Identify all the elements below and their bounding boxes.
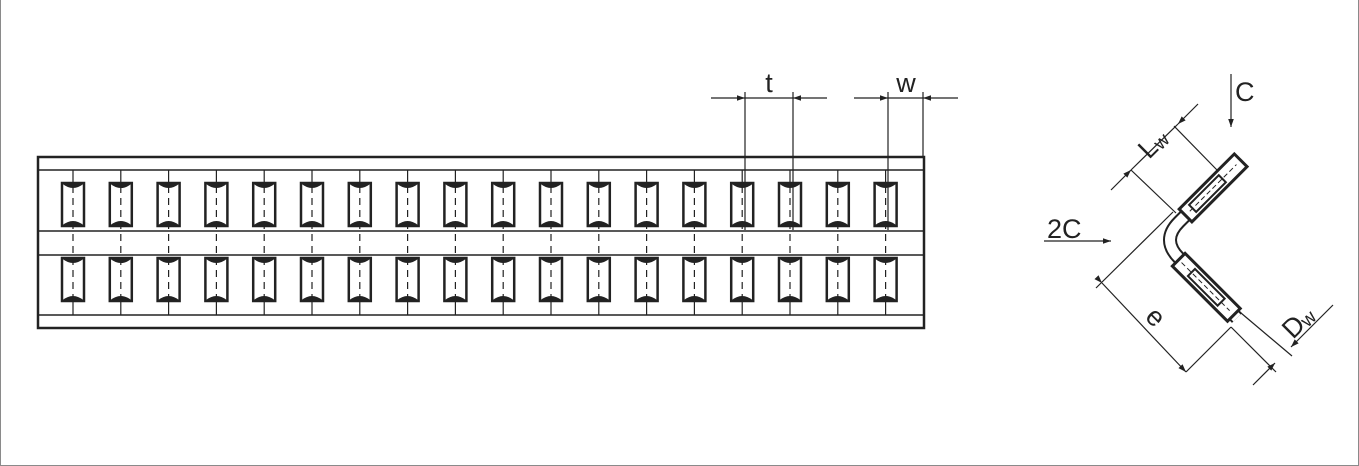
weld-bead — [396, 221, 419, 227]
weld-bead — [827, 257, 849, 263]
weld-bead — [444, 221, 467, 227]
weld-bead — [301, 296, 323, 302]
weld-bead — [157, 221, 180, 227]
weld-bead — [683, 182, 706, 188]
weld-bead — [827, 296, 849, 302]
weld-bead — [827, 182, 849, 188]
diameter-label: D w — [1276, 307, 1321, 344]
weld-bead — [492, 257, 514, 263]
weld-bead — [62, 296, 84, 302]
weld-bead — [396, 182, 419, 188]
weld-bead — [253, 257, 275, 263]
weld-bead — [540, 296, 562, 302]
weld-bead — [731, 296, 753, 302]
weld-bead — [779, 182, 801, 188]
weld-bead — [588, 221, 610, 227]
weld-bead — [62, 257, 84, 263]
weld-bead — [827, 221, 849, 227]
width-dimension — [854, 92, 958, 230]
diameter-dimension — [1230, 304, 1334, 386]
weld-bead — [588, 257, 610, 263]
weld-bead — [444, 296, 467, 302]
weld-bead — [444, 182, 467, 188]
weld-bead — [157, 257, 180, 263]
weld-bead — [731, 257, 753, 263]
weld-bead — [253, 221, 275, 227]
weld-bead — [349, 182, 371, 188]
pitch-label: t — [765, 68, 773, 98]
weld-bead — [62, 221, 84, 227]
weld-bead — [683, 221, 706, 227]
weld-bead — [635, 296, 658, 302]
weld-bead — [874, 182, 897, 188]
weld-bead — [205, 257, 228, 263]
weld-bead — [779, 257, 801, 263]
strip-outline — [36, 155, 926, 330]
weld-bead — [253, 182, 275, 188]
weld-bead — [588, 182, 610, 188]
weld-bead — [731, 221, 753, 227]
horizontal-load-label: 2C — [1047, 214, 1082, 244]
weld-bead — [492, 182, 514, 188]
width-label: w — [895, 68, 916, 98]
weld-bead — [731, 182, 753, 188]
weld-bead — [683, 296, 706, 302]
weld-bead — [110, 296, 132, 302]
weld-bead — [205, 182, 228, 188]
pitch-dimension — [711, 92, 827, 230]
weld-bead — [157, 296, 180, 302]
weld-bead — [110, 257, 132, 263]
weld-bead — [874, 296, 897, 302]
weld-bead — [779, 221, 801, 227]
weld-bead — [444, 257, 467, 263]
weld-bead — [492, 221, 514, 227]
weld-bead — [253, 296, 275, 302]
weld-bead — [396, 257, 419, 263]
weld-bead — [635, 257, 658, 263]
weld-bead — [683, 257, 706, 263]
weld-bead — [349, 257, 371, 263]
weld-bead — [635, 182, 658, 188]
weld-bead — [779, 296, 801, 302]
bent-bar — [1163, 151, 1250, 324]
weld-bead — [349, 221, 371, 227]
weld-bead — [301, 257, 323, 263]
weld-bead — [635, 221, 658, 227]
weld-bead — [540, 182, 562, 188]
weld-bead — [349, 296, 371, 302]
weld-bead — [588, 296, 610, 302]
weld-bead — [205, 296, 228, 302]
weld-length-dimension — [1110, 103, 1218, 214]
weld-bead — [396, 296, 419, 302]
weld-bead — [301, 182, 323, 188]
weld-bead — [874, 221, 897, 227]
weld-bead — [157, 182, 180, 188]
grating-strip — [36, 155, 926, 330]
weld-bead — [492, 296, 514, 302]
weld-bead — [874, 257, 897, 263]
weld-bead — [540, 221, 562, 227]
weld-length-label: L w — [1132, 130, 1174, 165]
weld-bead — [62, 182, 84, 188]
weld-bead — [205, 221, 228, 227]
weld-bead — [540, 257, 562, 263]
weld-bead — [110, 221, 132, 227]
vertical-load-label: C — [1235, 77, 1255, 107]
spacing-dimension — [1094, 211, 1232, 373]
weld-bead — [110, 182, 132, 188]
weld-bead — [301, 221, 323, 227]
